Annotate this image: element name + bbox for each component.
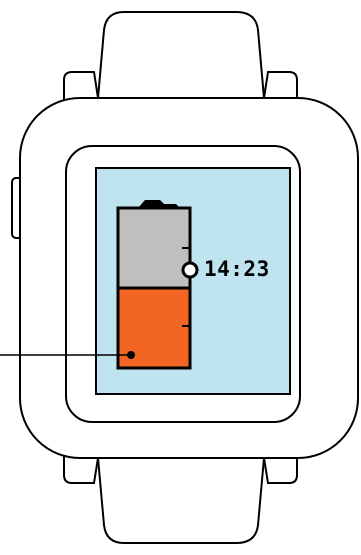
battery-empty-area [118,208,190,288]
callout-dot [127,351,135,359]
top-strap [64,12,297,108]
time-label: 14:23 [204,257,270,281]
bottom-strap [64,448,297,543]
time-marker-circle [183,263,197,277]
